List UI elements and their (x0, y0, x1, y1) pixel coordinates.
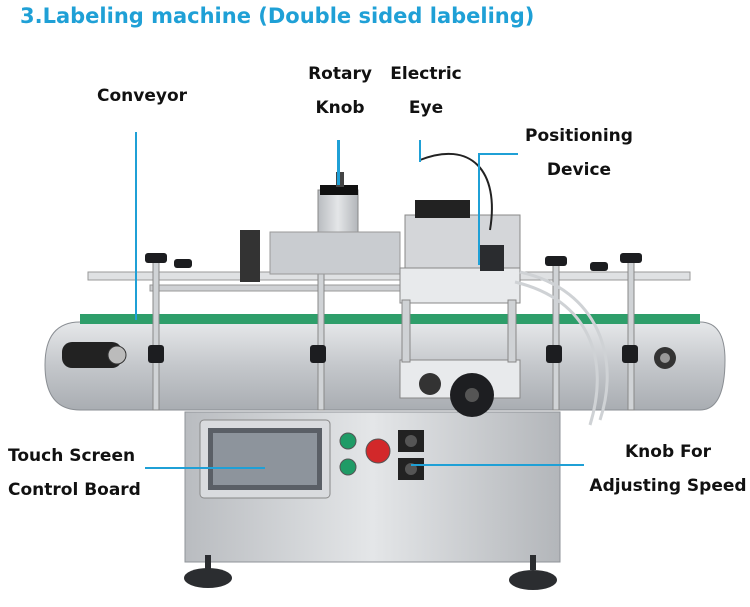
base-cabinet (184, 411, 561, 563)
conveyor-leader (135, 132, 137, 320)
touch-screen-label: Touch Screen Control Board (8, 446, 141, 500)
page-title: 3.Labeling machine (Double sided labelin… (20, 4, 535, 28)
positioning-device (480, 245, 504, 271)
guide-rails (87, 271, 691, 292)
speed-knob-label: Knob For Adjusting Speed (589, 442, 747, 496)
speed-knob (405, 463, 417, 475)
green-button (339, 432, 357, 450)
conveyor-label: Conveyor (97, 86, 188, 106)
electric-eye-label: Electric Eye (390, 64, 462, 118)
rotary-knob-leader (337, 140, 340, 185)
touch-screen-leader (145, 467, 265, 469)
positioning-leader-h (478, 153, 518, 155)
positioning-device-label: Positioning Device (525, 126, 633, 180)
positioning-leader-v (478, 153, 480, 265)
speed-knob-leader (411, 464, 584, 466)
conveyor-belt (80, 314, 700, 324)
rotary-knob-top (320, 172, 358, 195)
rotary-knob-label: Rotary Knob (308, 64, 372, 118)
adjusting-knobs (145, 253, 642, 363)
emergency-stop (365, 438, 391, 464)
labeling-head (240, 189, 521, 417)
machine-feet (184, 555, 557, 590)
electric-eye-cable (419, 152, 493, 231)
electric-eye-leader (419, 140, 421, 162)
